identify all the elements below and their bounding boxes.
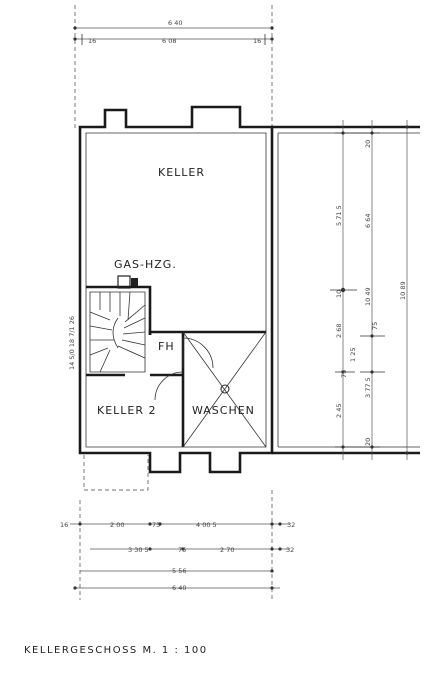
room-labels: KELLER GAS-HZG. FH KELLER 2 WASCHEN [97,166,255,417]
dim-right-268: 2 68 [335,324,343,338]
right-dimensions: 20 5 71 5 6 64 10 10 49 10 89 2 68 1 25 … [330,120,409,460]
dim-bottom-r1-c: 4 00 5 [196,521,217,529]
dim-right-245: 2 45 [335,404,343,418]
dim-top-right: 16 [253,37,261,45]
dim-right-75-b: 75 [340,370,348,378]
dim-bottom-r1-b: 75 [152,521,160,529]
dim-right-10: 10 [335,290,343,298]
room-label-waschen: WASCHEN [192,404,255,417]
dim-bottom-r2-c: 2 70 [220,546,234,554]
bottom-dimensions: 16 2 00 75 4 00 5 32 3 30 5 75 2 70 32 5… [60,490,295,600]
dim-bottom-r3: 5 56 [172,567,186,575]
interior-walls [86,275,266,447]
dim-right-20-top: 20 [364,140,372,148]
dim-bottom-r1-left: 16 [60,521,68,529]
staircase [89,291,146,373]
room-label-gas-heating: GAS-HZG. [114,258,177,271]
dim-right-664: 6 64 [364,214,372,228]
room-label-keller-2: KELLER 2 [97,404,157,417]
dim-left-stairs: 14 S/0 18 7/1 26 [68,316,76,370]
dim-right-125: 1 25 [349,348,357,362]
left-dimension: 14 S/0 18 7/1 26 [68,316,76,370]
dim-bottom-r2-b: 75 [178,546,186,554]
room-label-fh: FH [158,340,175,353]
dim-right-3775: 3 77 5 [364,377,372,398]
dim-bottom-r1-right: 32 [287,521,295,529]
room-label-keller: KELLER [158,166,205,179]
dim-bottom-r2-right: 32 [286,546,294,554]
dim-bottom-r2-a: 3 30 5 [128,546,149,554]
dim-right-5715: 5 71 5 [335,205,343,226]
dim-right-1049: 10 49 [364,287,372,306]
doors [154,331,267,448]
dim-right-1089: 10 89 [399,281,407,300]
dim-right-75-a: 75 [371,322,379,330]
dim-bottom-r1-a: 2 00 [110,521,124,529]
dim-top-middle: 6 08 [162,37,176,45]
top-dimensions: 6 40 16 6 08 16 [73,5,274,128]
dim-top-left: 16 [88,37,96,45]
dim-top-overall: 6 40 [168,19,182,27]
dim-right-20-bottom: 20 [364,438,372,446]
dim-bottom-r4: 6 40 [172,584,186,592]
plan-caption: KELLERGESCHOSS M. 1 : 100 [24,645,208,656]
